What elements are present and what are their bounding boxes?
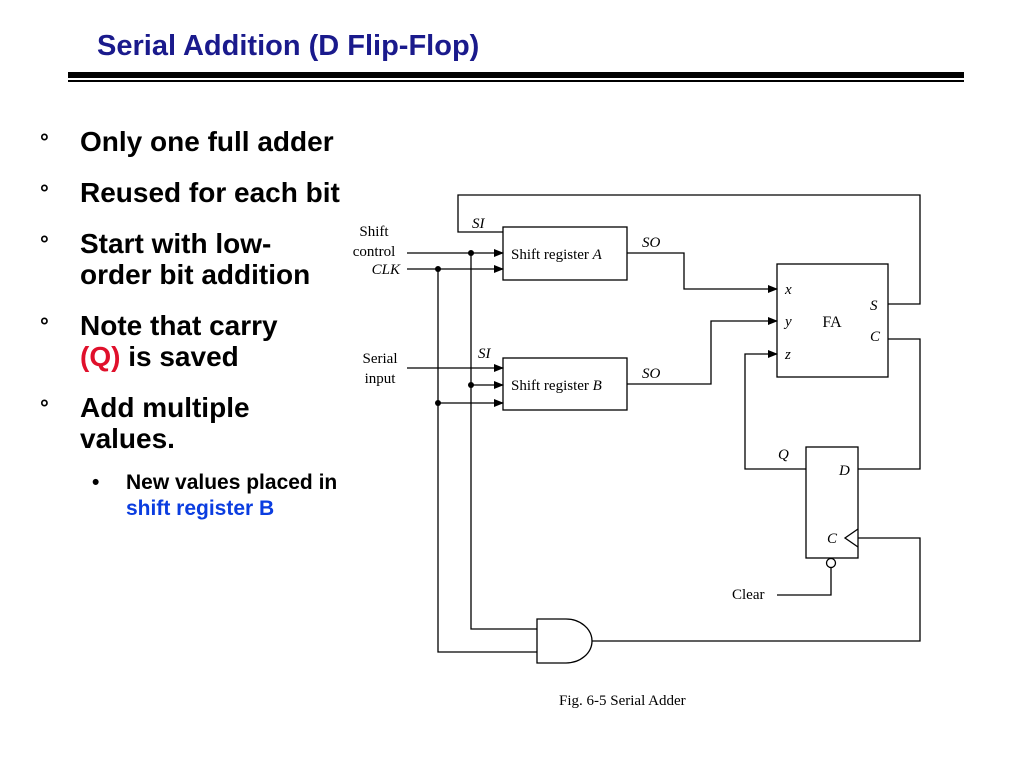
carry-to-d-wire <box>858 338 921 470</box>
shift-register-b-highlight: shift register B <box>126 497 275 520</box>
shift-control-vertical <box>470 253 537 630</box>
slide-title: Serial Addition (D Flip-Flop) <box>97 30 480 62</box>
sub-bullet-item: • New values placed in shift register B <box>80 470 340 522</box>
figure-caption: Fig. 6-5 Serial Adder <box>559 693 686 709</box>
title-rule-thick <box>68 72 964 78</box>
q-to-z-wire <box>744 350 806 470</box>
bullet-marker: ° <box>40 231 49 256</box>
ff-q-label: Q <box>778 447 789 463</box>
clear-bubble <box>825 557 837 569</box>
si-b-label: SI <box>478 346 492 362</box>
clear-wire <box>777 568 832 596</box>
shift-register-a-label: Shift register A <box>511 247 603 263</box>
ff-d-label: D <box>838 463 850 479</box>
clear-label: Clear <box>732 587 764 603</box>
bullet-text: Only one full adder <box>80 126 334 157</box>
carry-highlight: (Q) <box>80 341 121 372</box>
control-label: control <box>353 244 396 260</box>
ff-clock-triangle <box>843 528 859 548</box>
bullet-text: Reused for each bit <box>80 177 340 208</box>
bullet-item: ° Only one full adder <box>40 126 340 157</box>
input-label: input <box>365 371 397 387</box>
bullet-text: Add multiple values. <box>80 392 250 454</box>
so-b-to-y-wire <box>627 317 778 385</box>
sub-bullet-marker: • <box>92 471 100 494</box>
bullet-item: ° Reused for each bit <box>40 177 340 208</box>
ff-c-label: C <box>827 531 838 547</box>
title-rule-thin <box>68 80 964 82</box>
bullet-marker: ° <box>40 313 49 338</box>
and-to-clock-wire <box>592 537 921 642</box>
fa-s-label: S <box>870 298 878 314</box>
fa-z-label: z <box>784 347 791 363</box>
junction-dot <box>435 400 441 406</box>
bullet-item: ° Start with low-order bit addition <box>40 228 340 290</box>
fa-y-label: y <box>783 314 792 330</box>
fa-label: FA <box>822 314 842 331</box>
sum-feedback-wire <box>457 194 921 305</box>
junction-dot <box>468 250 474 256</box>
bullet-marker: ° <box>40 180 49 205</box>
shift-label: Shift <box>359 224 389 240</box>
bullet-marker: ° <box>40 395 49 420</box>
fa-c-label: C <box>870 329 881 345</box>
so-b-label: SO <box>642 366 661 382</box>
bullet-list: ° Only one full adder ° Reused for each … <box>40 126 340 542</box>
bullet-text-suffix: is saved <box>120 341 239 372</box>
bullet-text: Start with low-order bit addition <box>80 228 311 290</box>
bullet-item: ° Add multiple values. • New values plac… <box>40 392 340 522</box>
sub-bullet-prefix: New values placed in <box>126 471 338 494</box>
so-a-label: SO <box>642 235 661 251</box>
sub-bullet-list: • New values placed in shift register B <box>80 470 340 522</box>
and-gate <box>536 618 593 664</box>
so-a-to-x-wire <box>627 252 778 293</box>
si-a-label: SI <box>472 216 486 232</box>
bullet-item: ° Note that carry (Q) is saved <box>40 310 340 372</box>
fa-x-label: x <box>784 282 792 298</box>
bullet-text-prefix: Note that carry <box>80 310 278 341</box>
clk-label: CLK <box>372 262 401 278</box>
junction-dot <box>435 266 441 272</box>
junction-dot <box>468 382 474 388</box>
shift-register-b-label: Shift register B <box>511 378 602 394</box>
serial-label: Serial <box>363 351 398 367</box>
clk-vertical <box>437 269 537 653</box>
bullet-marker: ° <box>40 129 49 154</box>
